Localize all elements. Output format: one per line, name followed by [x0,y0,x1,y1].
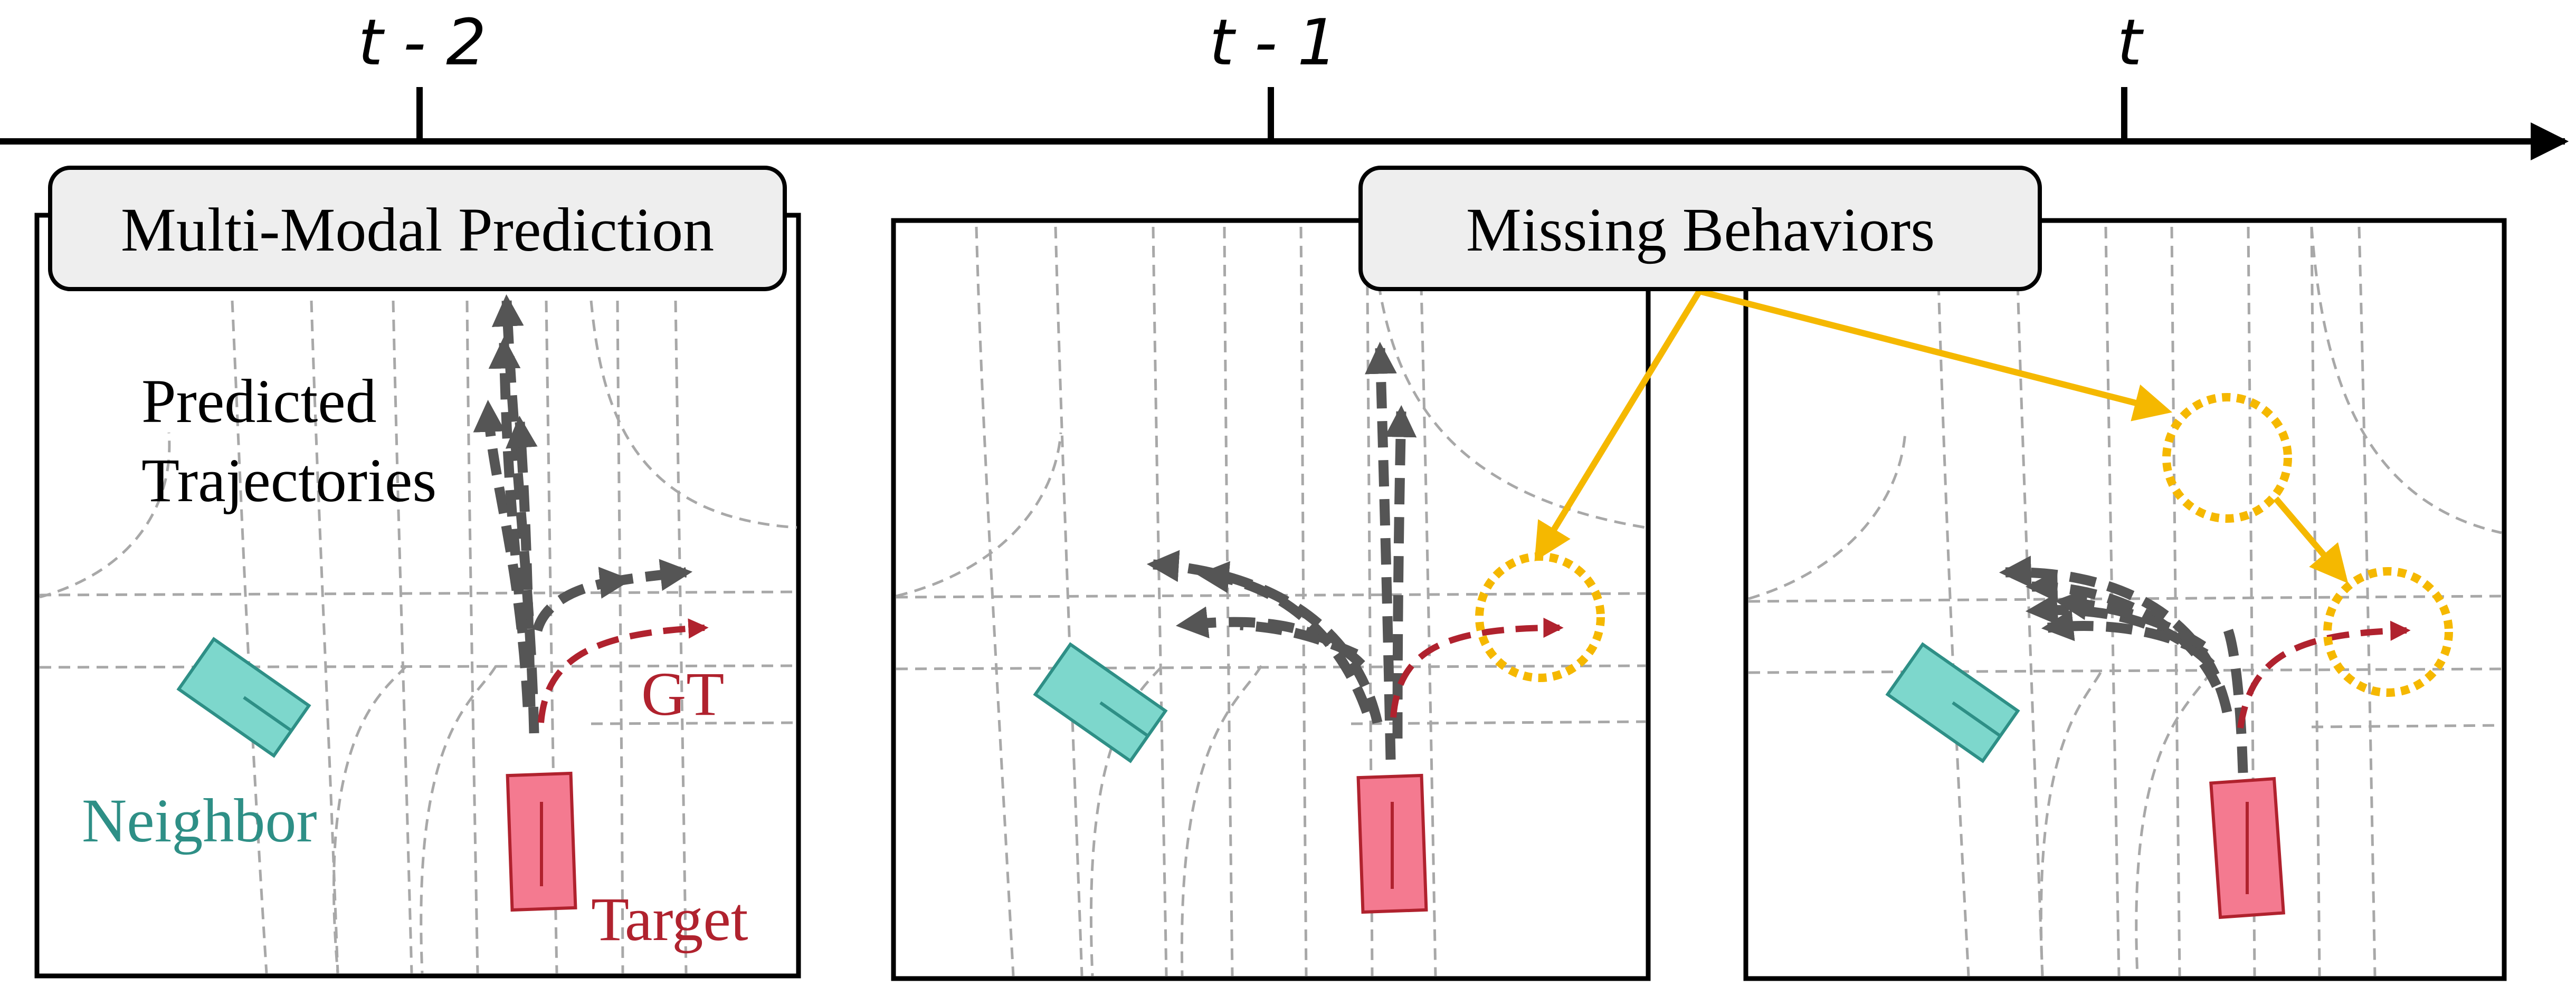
missing-behavior-highlight-upper [2162,393,2292,523]
neighbor-vehicle [1033,642,1168,763]
timeline: t - 2 t - 1 t [0,6,2569,160]
panel-t-minus-2: Predicted Trajectories GT Neighbor Targe… [34,166,801,979]
lane-lines [1748,226,2502,976]
target-vehicle [506,771,577,912]
missing-behavior-highlight-lower [2323,567,2453,697]
multi-modal-prediction-callout: Multi-Modal Prediction [48,166,787,291]
panel-t-minus-1 [891,218,1651,981]
lane-lines [39,300,797,974]
predicted-trajectories [1146,341,1417,760]
panel-frame [891,218,1651,981]
predicted-trajectories [473,294,693,734]
target-vehicle [1356,773,1428,914]
ground-truth-trajectory [538,618,709,723]
ground-truth-trajectory [1390,617,1564,718]
target-label: Target [591,885,748,954]
panel-t [1743,218,2507,981]
neighbor-label: Neighbor [82,786,317,855]
callout-arrow-to-t-minus-1 [1534,289,1703,562]
neighbor-vehicle [176,637,311,758]
ground-truth-label: GT [641,659,724,729]
tick-label-t-minus-1: t - 1 [1210,6,1338,80]
tick-label-t: t [2117,6,2144,80]
tick-label-t-minus-2: t - 2 [358,6,487,80]
predicted-trajectories [1999,555,2248,773]
predicted-trajectories-label-line1: Predicted [141,367,377,436]
callout-arrow-to-t [1698,288,2172,421]
neighbor-vehicle [1885,642,2020,763]
ground-truth-trajectory [2237,620,2411,729]
panel-title: Multi-Modal Prediction [121,195,714,264]
missing-behaviors-title: Missing Behaviors [1466,195,1935,264]
predicted-trajectories-label-line2: Trajectories [141,446,436,515]
missing-behavior-transition-arrow [2273,496,2349,583]
target-vehicle [2209,777,2285,919]
missing-behaviors-callout: Missing Behaviors [1358,166,2172,562]
